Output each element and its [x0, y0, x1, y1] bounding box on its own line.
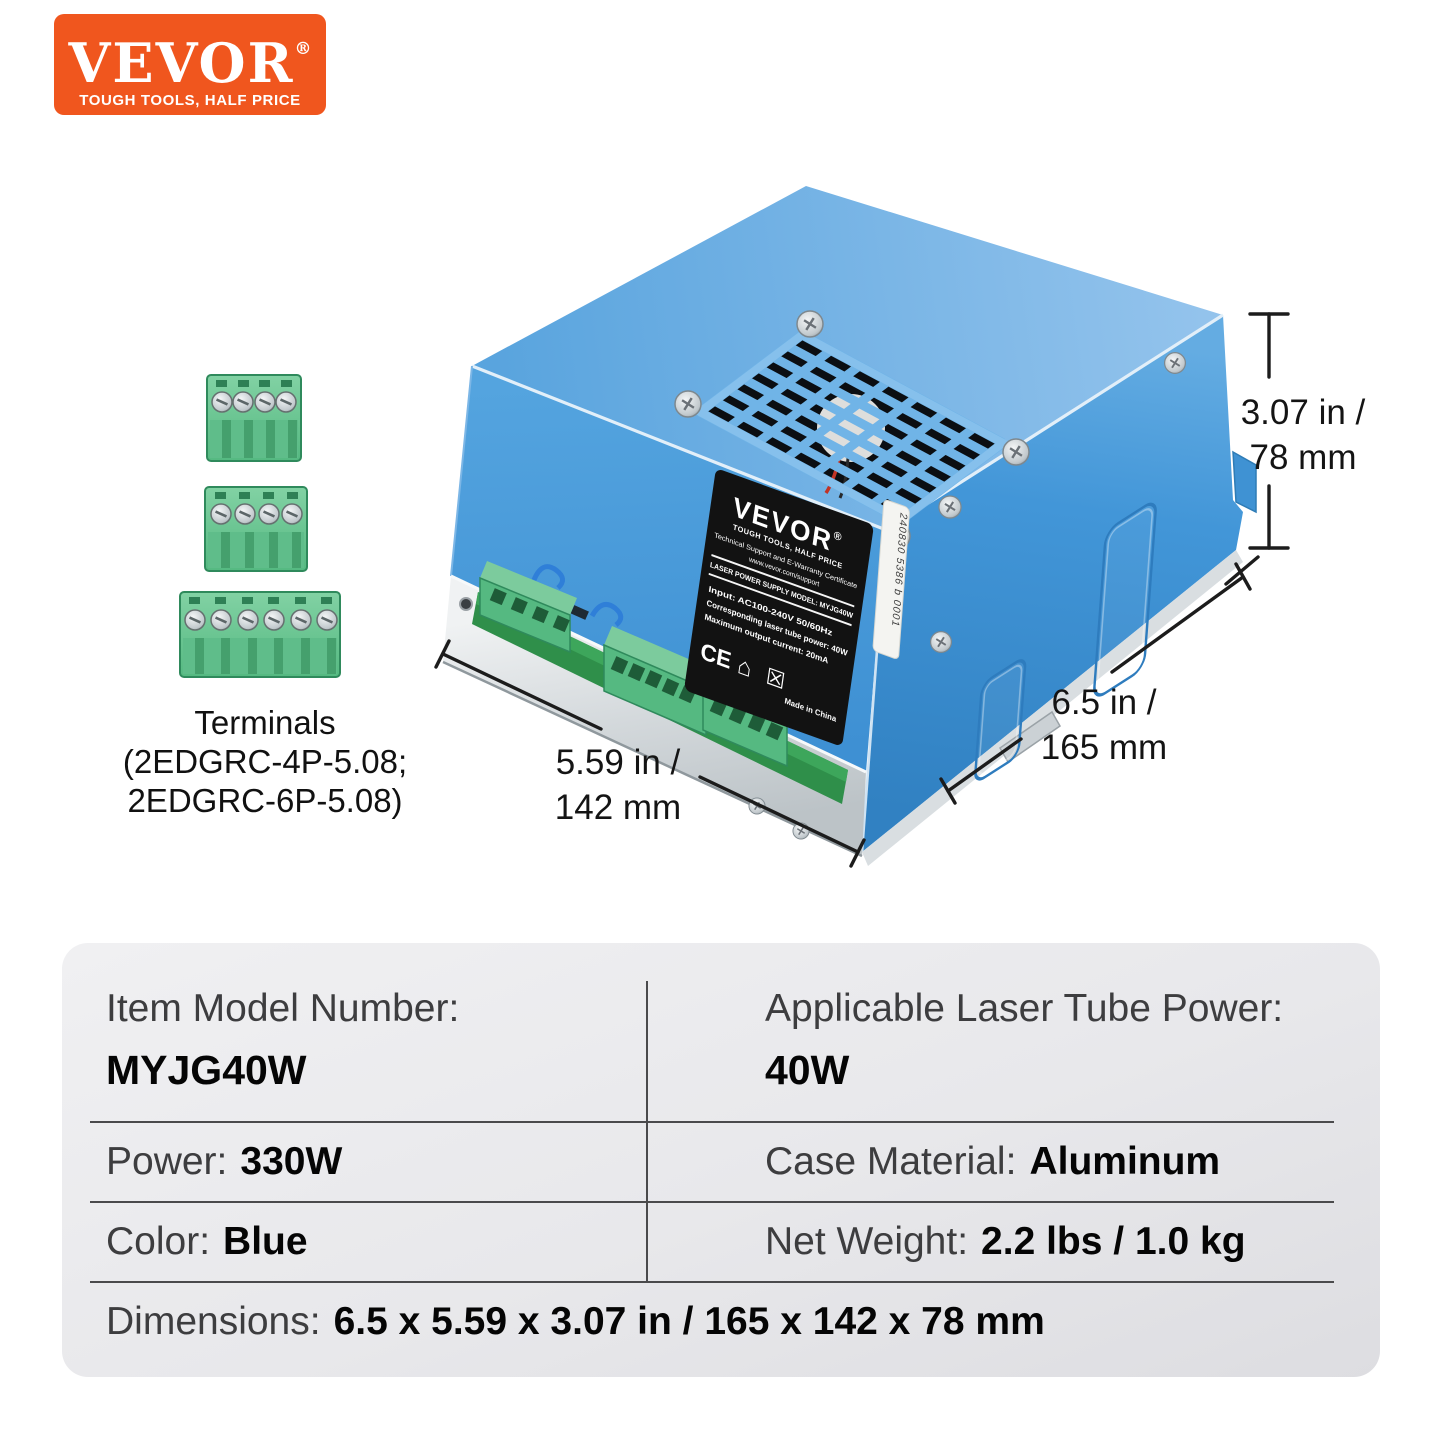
terminals-title: Terminals — [194, 704, 336, 741]
spec-item-model: Item Model Number: MYJG40W — [106, 987, 459, 1093]
depth-metric: 165 mm — [1040, 728, 1168, 767]
case-material-label: Case Material: — [765, 1140, 1017, 1183]
spec-net-weight: Net Weight: 2.2 lbs / 1.0 kg — [765, 1220, 1246, 1264]
color-value: Blue — [223, 1220, 308, 1263]
width-metric: 142 mm — [554, 788, 682, 827]
psu-mounting-tab — [1232, 450, 1257, 514]
vevor-logo-tagline: TOUGH TOOLS, HALF PRICE — [79, 92, 301, 109]
net-weight-label: Net Weight: — [765, 1220, 969, 1263]
depth-imperial: 6.5 in / — [1051, 683, 1157, 722]
spec-power: Power: 330W — [106, 1140, 342, 1184]
spec-color: Color: Blue — [106, 1220, 308, 1264]
power-value: 330W — [240, 1140, 343, 1183]
dimension-width: 5.59 in / 142 mm — [492, 740, 744, 830]
dimension-lines — [434, 312, 1290, 868]
power-label: Power: — [106, 1140, 228, 1183]
terminals-caption: Terminals (2EDGRC-4P-5.08; 2EDGRC-6P-5.0… — [95, 703, 435, 820]
psu-left-edge — [450, 365, 473, 577]
height-imperial: 3.07 in / — [1240, 393, 1366, 432]
terminal-connectors — [179, 374, 341, 678]
spec-tube-power: Applicable Laser Tube Power: 40W — [765, 987, 1283, 1093]
table-divider — [90, 1281, 1334, 1283]
table-divider — [90, 1201, 1334, 1203]
right-face-stamps — [929, 351, 1187, 781]
pcb-connector-4pin — [479, 561, 577, 654]
fan-grille — [673, 309, 1031, 551]
pcb-component — [570, 605, 589, 620]
net-weight-value: 2.2 lbs / 1.0 kg — [981, 1220, 1246, 1263]
dimension-depth: 6.5 in / 165 mm — [978, 680, 1230, 770]
fan-screw — [1001, 437, 1031, 467]
device-label: VEVOR® TOUGH TOOLS, HALF PRICE Technical… — [684, 469, 874, 745]
spec-table: Item Model Number: MYJG40W Applicable La… — [62, 943, 1380, 1377]
width-imperial: 5.59 in / — [555, 743, 681, 782]
pcb-blue-wire — [531, 564, 565, 590]
fan-screw — [795, 309, 825, 339]
tube-power-label: Applicable Laser Tube Power: — [765, 987, 1284, 1030]
terminal-4pin — [204, 486, 308, 572]
item-model-value: MYJG40W — [106, 1047, 307, 1093]
registered-mark: ® — [294, 39, 312, 59]
dimensions-value: 6.5 x 5.59 x 3.07 in / 165 x 142 x 78 mm — [333, 1300, 1045, 1343]
table-divider — [90, 1121, 1334, 1123]
fan-screw — [673, 389, 703, 419]
vevor-logo: VEVOR® TOUGH TOOLS, HALF PRICE — [54, 14, 326, 115]
table-divider-vertical — [646, 981, 648, 1282]
dimensions-label: Dimensions: — [106, 1300, 321, 1343]
pcb-blue-wire — [589, 601, 624, 627]
terminals-model-line1: (2EDGRC-4P-5.08; — [122, 743, 408, 780]
dimension-height: 3.07 in / 78 mm — [1228, 390, 1378, 480]
color-label: Color: — [106, 1220, 211, 1263]
psu-box: VEVOR® TOUGH TOOLS, HALF PRICE Technical… — [442, 186, 1257, 866]
weee-bin-icon: ☒ — [764, 663, 786, 694]
chassis-screw-hole — [459, 597, 473, 611]
fan-wire — [838, 457, 850, 499]
height-metric: 78 mm — [1249, 438, 1357, 477]
spec-case-material: Case Material: Aluminum — [765, 1140, 1220, 1184]
tube-power-value: 40W — [765, 1047, 850, 1093]
case-material-value: Aluminum — [1029, 1140, 1221, 1183]
vevor-logo-wordmark: VEVOR® — [68, 31, 312, 95]
spec-dimensions: Dimensions: 6.5 x 5.59 x 3.07 in / 165 x… — [106, 1300, 1045, 1344]
terminal-4pin — [206, 374, 302, 462]
case-screw — [929, 630, 953, 654]
case-screw — [1163, 351, 1187, 375]
house-icon: ⌂ — [736, 652, 754, 684]
case-screw — [937, 494, 963, 520]
item-model-label: Item Model Number: — [106, 987, 460, 1030]
psu-right-face — [862, 315, 1243, 852]
psu-foot-tab — [999, 710, 1061, 764]
terminals-model-line2: 2EDGRC-6P-5.08) — [127, 782, 403, 819]
terminal-6pin — [179, 591, 341, 678]
